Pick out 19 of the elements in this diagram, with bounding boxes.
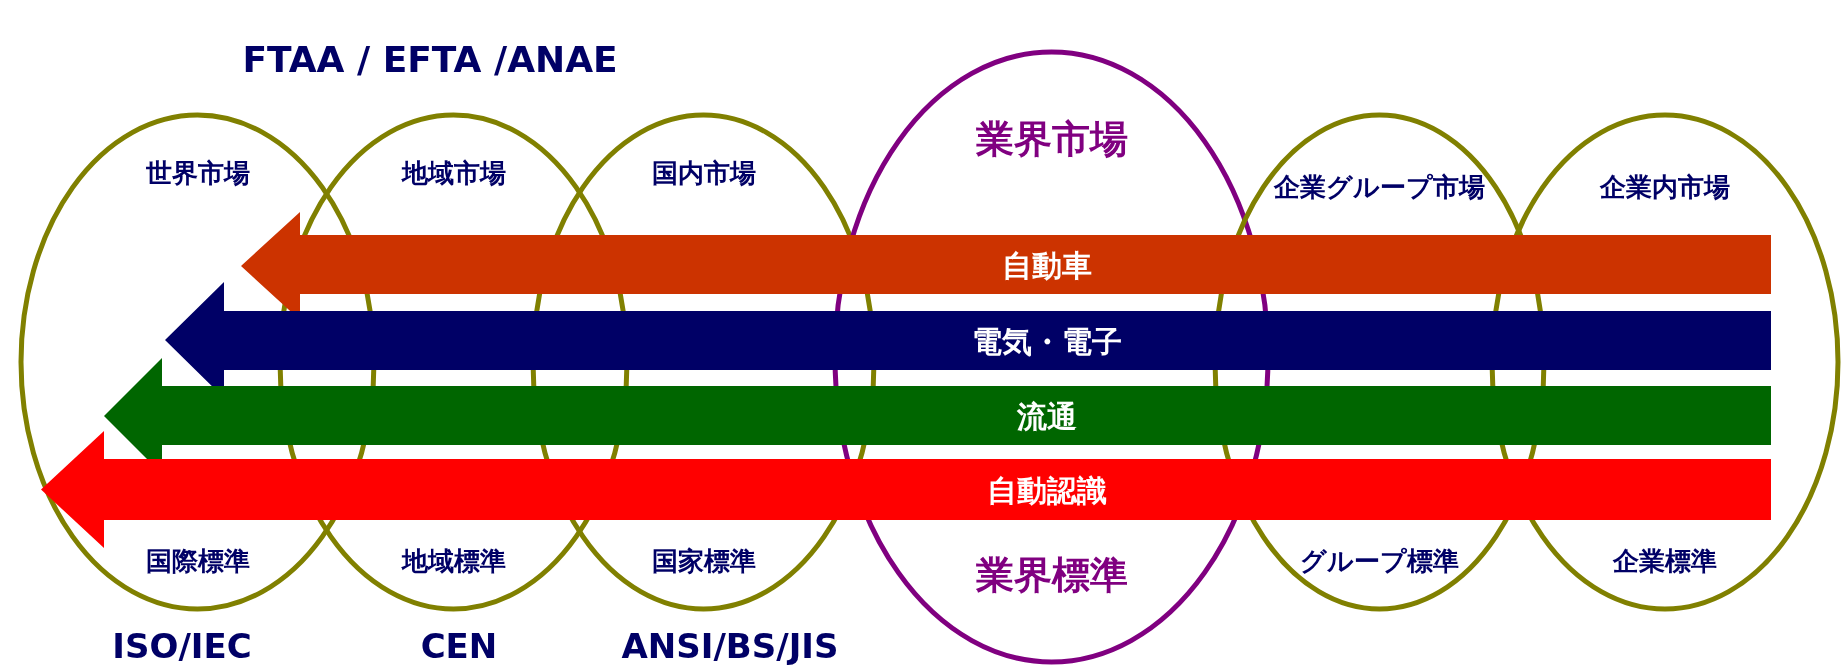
standard-label: 企業標準 xyxy=(1611,545,1718,578)
organization-label: FTAA / EFTA /ANAE xyxy=(241,38,619,80)
market-label: 企業グループ市場 xyxy=(1272,171,1486,204)
market-label: 国内市場 xyxy=(650,157,757,190)
standard-label: 業界標準 xyxy=(974,552,1129,600)
market-label: 地域市場 xyxy=(400,157,507,190)
market-label: 世界市場 xyxy=(144,157,251,190)
market-label: 企業内市場 xyxy=(1598,171,1731,204)
arrow-label: 電気・電子 xyxy=(971,322,1123,361)
arrow-label: 流通 xyxy=(1016,397,1078,436)
standard-label: 国家標準 xyxy=(650,545,757,578)
organization-label: ANSI/BS/JIS xyxy=(620,625,840,666)
standard-label: 地域標準 xyxy=(400,545,507,578)
standard-label: 国際標準 xyxy=(144,545,251,578)
organization-label: ISO/IEC xyxy=(111,625,253,666)
arrow-label: 自動車 xyxy=(1001,246,1093,285)
standard-label: グループ標準 xyxy=(1299,545,1460,578)
arrow-label: 自動認識 xyxy=(986,471,1108,510)
market-label: 業界市場 xyxy=(974,116,1129,164)
